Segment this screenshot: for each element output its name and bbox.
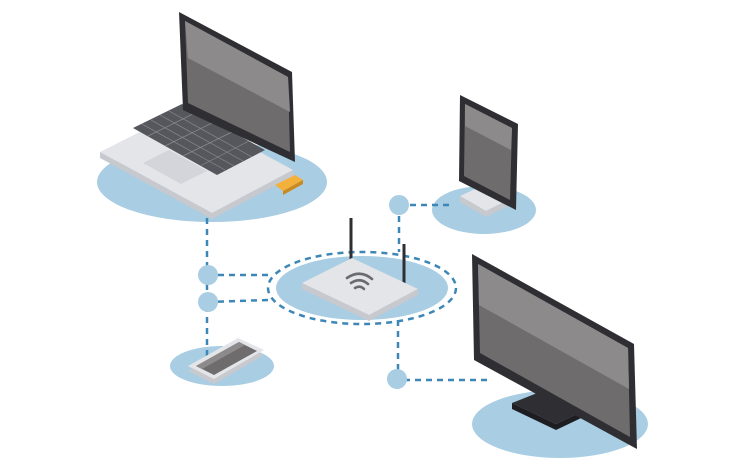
tablet-on-stand-icon <box>459 95 518 217</box>
node-monitor <box>387 369 407 389</box>
node-phone <box>198 292 218 312</box>
router-dashed-ring <box>266 250 458 326</box>
wifi-icon <box>345 272 374 291</box>
node-tablet <box>389 195 409 215</box>
laptop-icon <box>100 12 303 219</box>
node-laptop <box>198 265 218 285</box>
wifi-router-icon <box>302 218 418 321</box>
link-tablet-router <box>397 203 450 252</box>
desktop-monitor-icon <box>472 254 637 449</box>
smartphone-icon <box>188 338 264 384</box>
